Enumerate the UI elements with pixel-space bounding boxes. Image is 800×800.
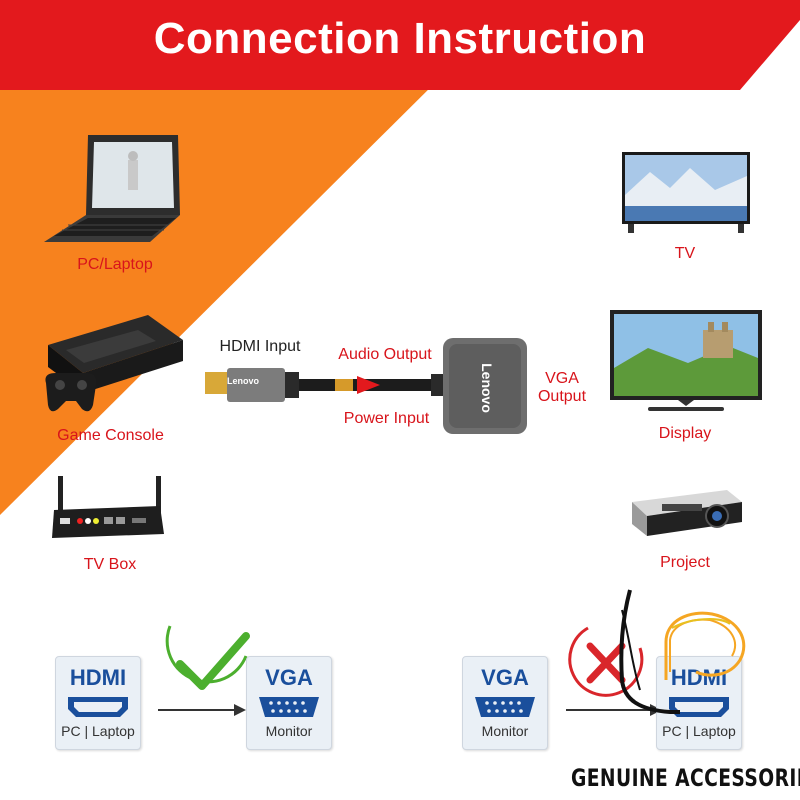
projector-label: Project xyxy=(660,554,710,571)
correct-source-title: HDMI xyxy=(69,665,127,690)
display-label: Display xyxy=(658,425,712,442)
tv-box-label: TV Box xyxy=(83,556,137,573)
correct-target-title: VGA xyxy=(265,665,313,690)
projector-icon xyxy=(632,490,742,536)
cross-mark-icon xyxy=(566,626,662,716)
vga-output-label-line2: Output xyxy=(537,388,587,405)
adapter-plug-brand: Lenovo xyxy=(226,376,259,386)
tv-box-icon xyxy=(52,476,164,538)
vga-port-icon xyxy=(475,697,535,717)
adapter-box-brand: Lenovo xyxy=(479,363,495,413)
laptop-icon xyxy=(44,135,180,242)
correct-target-sub: Monitor xyxy=(265,723,313,739)
wrong-target-sub: PC | Laptop xyxy=(662,723,736,739)
tv-label: TV xyxy=(674,245,696,262)
wrong-source-sub: Monitor xyxy=(481,723,529,739)
hdmi-input-label: HDMI Input xyxy=(219,338,301,355)
game-console-label: Game Console xyxy=(57,427,164,444)
correct-source-sub: PC | Laptop xyxy=(61,723,135,739)
wrong-target-title: HDMI xyxy=(670,665,728,690)
vga-port-icon xyxy=(259,697,319,717)
title-banner xyxy=(0,0,800,90)
audio-output-label: Audio Output xyxy=(338,346,432,363)
hdmi-port-icon xyxy=(669,697,729,717)
correct-target-card: VGA Monitor xyxy=(246,656,332,750)
correct-source-card: HDMI PC | Laptop xyxy=(55,656,141,750)
vga-output-label-line1: VGA xyxy=(545,370,579,387)
page-title: Connection Instruction xyxy=(153,14,647,63)
watermark-logo xyxy=(619,589,746,714)
hdmi-port-icon xyxy=(68,697,128,717)
watermark-text: GENUINE ACCESSORIES xyxy=(571,764,800,792)
game-console-icon xyxy=(45,315,183,412)
hdmi-to-vga-adapter-icon xyxy=(205,338,527,434)
wrong-source-title: VGA xyxy=(481,665,529,690)
tv-icon xyxy=(622,152,750,233)
pc-laptop-label: PC/Laptop xyxy=(77,256,153,273)
wrong-source-card: VGA Monitor xyxy=(462,656,548,750)
power-input-label: Power Input xyxy=(343,410,430,427)
display-icon xyxy=(610,310,762,411)
check-mark-icon xyxy=(158,625,250,716)
